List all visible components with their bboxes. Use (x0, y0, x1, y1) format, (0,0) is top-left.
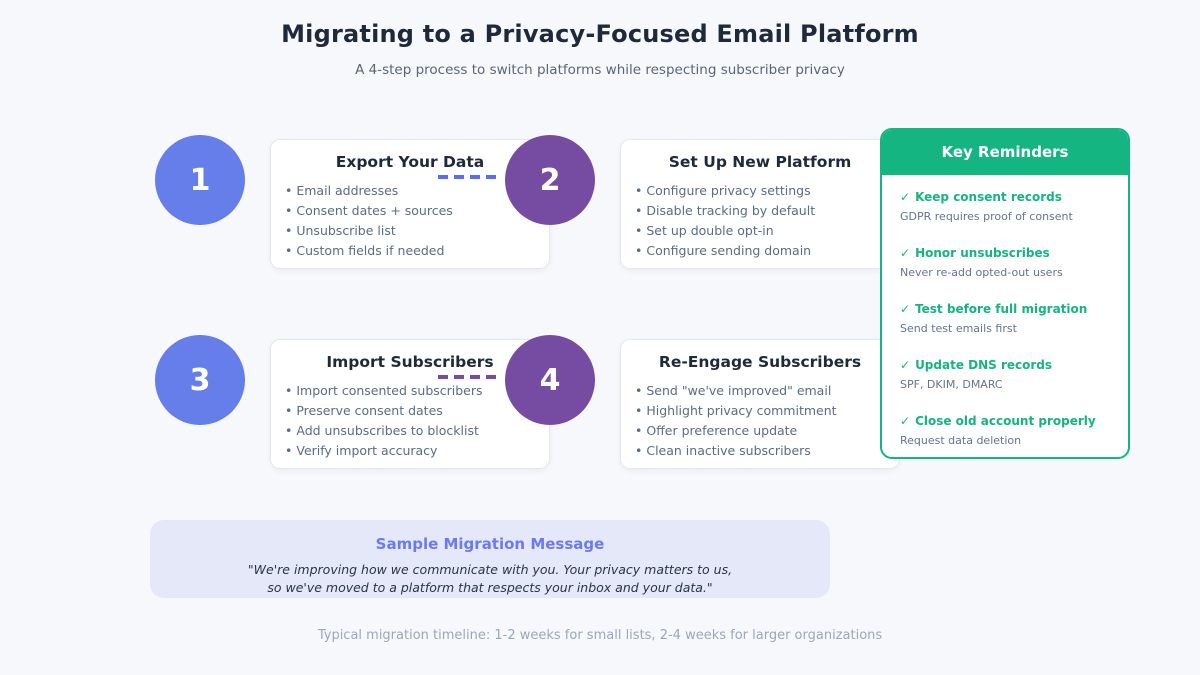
step-2-number: 2 (539, 162, 561, 198)
reminder-title-text: Close old account properly (915, 414, 1096, 428)
bullet-item: Configure privacy settings (635, 181, 889, 201)
step-2-card: Set Up New Platform Configure privacy se… (620, 139, 900, 269)
step-3-card: Import Subscribers Import consented subs… (270, 339, 550, 469)
reminder-title-text: Test before full migration (915, 302, 1088, 316)
step-1-to-2-dashed-connector (438, 175, 496, 179)
reminder-title: ✓ Update DNS records (900, 357, 1120, 373)
bullet-item: Consent dates + sources (285, 201, 539, 221)
bullet-item: Preserve consent dates (285, 401, 539, 421)
reminder-item: ✓ Close old account properly Request data… (900, 413, 1120, 448)
step-3-number: 3 (189, 362, 211, 398)
step-1-bullet-list: Email addresses Consent dates + sources … (271, 181, 549, 261)
timeline-footnote: Typical migration timeline: 1-2 weeks fo… (317, 628, 883, 643)
reminder-detail: Send test emails first (900, 322, 1017, 335)
reminder-detail: Never re-add opted-out users (900, 266, 1063, 279)
step-4-title: Re-Engage Subscribers (658, 353, 862, 371)
reminder-detail: SPF, DKIM, DMARC (900, 378, 1003, 391)
check-icon: ✓ (900, 190, 911, 204)
reminder-title-text: Update DNS records (915, 358, 1053, 372)
sample-message-box: Sample Migration Message "We're improvin… (150, 520, 830, 598)
step-1-title: Export Your Data (335, 153, 485, 171)
page-subtitle: A 4-step process to switch platforms whi… (355, 62, 845, 78)
step-1-card: Export Your Data Email addresses Consent… (270, 139, 550, 269)
step-4-card: Re-Engage Subscribers Send "we've improv… (620, 339, 900, 469)
step-2-title: Set Up New Platform (668, 153, 852, 171)
step-1-number-badge: 1 (155, 135, 245, 225)
step-4-number-badge: 4 (505, 335, 595, 425)
reminder-title: ✓ Close old account properly (900, 413, 1120, 429)
check-icon: ✓ (900, 358, 911, 372)
bullet-item: Add unsubscribes to blocklist (285, 421, 539, 441)
reminder-item: ✓ Keep consent records GDPR requires proo… (900, 189, 1120, 224)
key-reminders-body: ✓ Keep consent records GDPR requires proo… (882, 175, 1128, 448)
bullet-item: Unsubscribe list (285, 221, 539, 241)
bullet-item: Configure sending domain (635, 241, 889, 261)
bullet-item: Highlight privacy commitment (635, 401, 889, 421)
reminder-item: ✓ Test before full migration Send test em… (900, 301, 1120, 336)
check-icon: ✓ (900, 302, 911, 316)
check-icon: ✓ (900, 414, 911, 428)
bullet-item: Import consented subscribers (285, 381, 539, 401)
step-4-bullet-list: Send "we've improved" email Highlight pr… (621, 381, 899, 461)
reminder-detail: Request data deletion (900, 434, 1022, 447)
reminder-detail: GDPR requires proof of consent (900, 210, 1073, 223)
sample-message-title: Sample Migration Message (375, 535, 605, 553)
reminder-title-text: Keep consent records (915, 190, 1062, 204)
reminder-item: ✓ Update DNS records SPF, DKIM, DMARC (900, 357, 1120, 392)
key-reminders-panel: Key Reminders ✓ Keep consent records GDPR… (880, 128, 1130, 459)
bullet-item: Send "we've improved" email (635, 381, 889, 401)
reminder-title: ✓ Keep consent records (900, 189, 1120, 205)
reminder-item: ✓ Honor unsubscribes Never re-add opted-o… (900, 245, 1120, 280)
bullet-item: Custom fields if needed (285, 241, 539, 261)
sample-message-line-1: "We're improving how we communicate with… (247, 562, 733, 577)
bullet-item: Clean inactive subscribers (635, 441, 889, 461)
step-2-number-badge: 2 (505, 135, 595, 225)
reminder-title-text: Honor unsubscribes (915, 246, 1050, 260)
bullet-item: Disable tracking by default (635, 201, 889, 221)
step-3-title: Import Subscribers (326, 353, 494, 371)
bullet-item: Set up double opt-in (635, 221, 889, 241)
page-title: Migrating to a Privacy-Focused Email Pla… (281, 20, 919, 48)
bullet-item: Offer preference update (635, 421, 889, 441)
reminder-title: ✓ Honor unsubscribes (900, 245, 1120, 261)
bullet-item: Verify import accuracy (285, 441, 539, 461)
sample-message-line-2: so we've moved to a platform that respec… (267, 580, 713, 595)
step-3-number-badge: 3 (155, 335, 245, 425)
reminder-title: ✓ Test before full migration (900, 301, 1120, 317)
step-4-number: 4 (539, 362, 561, 398)
step-3-bullet-list: Import consented subscribers Preserve co… (271, 381, 549, 461)
step-3-to-4-dashed-connector (438, 375, 496, 379)
key-reminders-header: Key Reminders (882, 130, 1128, 175)
step-2-bullet-list: Configure privacy settings Disable track… (621, 181, 899, 261)
check-icon: ✓ (900, 246, 911, 260)
bullet-item: Email addresses (285, 181, 539, 201)
step-1-number: 1 (189, 162, 211, 198)
